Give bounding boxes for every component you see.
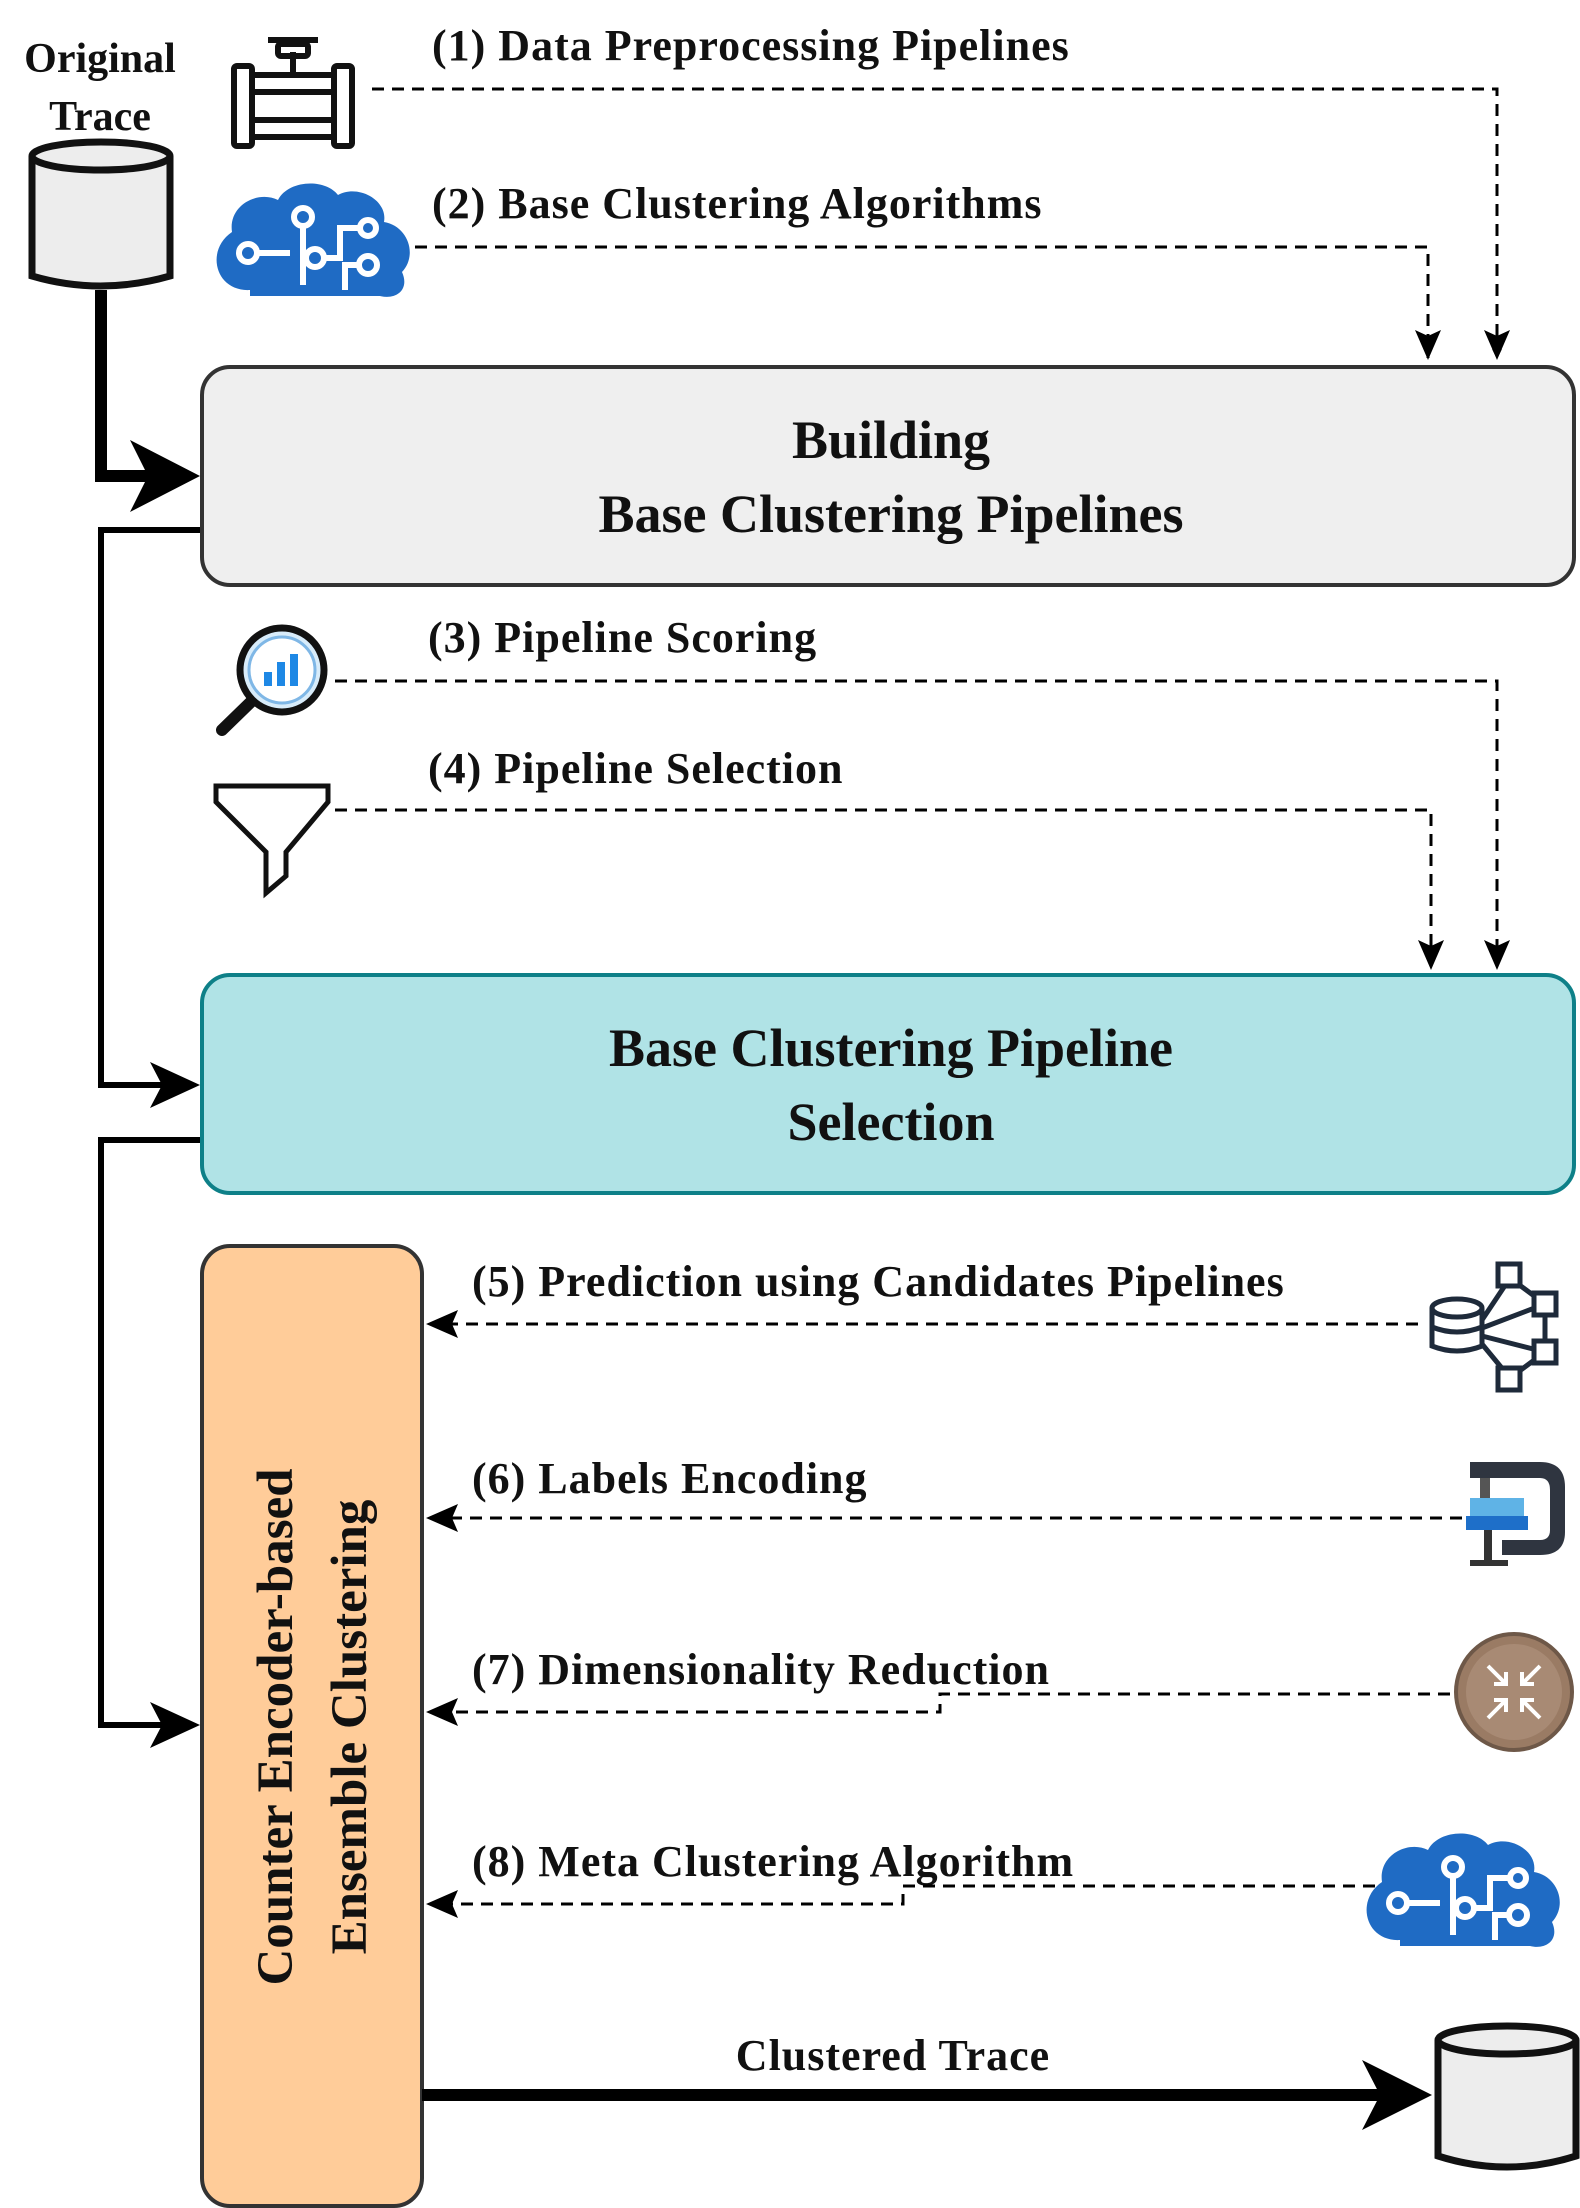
ensemble-clustering-box: Counter Encoder-based Ensemble Clusterin… <box>200 1244 424 2208</box>
source-label-line1: Original <box>24 36 176 82</box>
source-label-line2: Trace <box>49 94 151 140</box>
magnifier-chart-icon <box>216 624 328 736</box>
pipeline-selection-box: Base Clustering Pipeline Selection <box>200 973 1576 1195</box>
source-label: Original Trace <box>24 36 176 140</box>
step-7-arrow <box>450 1692 1450 1714</box>
step-1-arrow <box>372 87 1502 359</box>
flow-source-to-building <box>95 290 150 482</box>
flow-selection-to-ensemble <box>98 1137 200 1728</box>
step-4-label: (4) Pipeline Selection <box>428 744 844 793</box>
building-box-line2: Base Clustering Pipelines <box>598 484 1183 544</box>
flow-building-to-selection-head <box>150 1062 200 1108</box>
step-3-arrow <box>335 679 1499 960</box>
step-3-label: (3) Pipeline Scoring <box>428 613 817 662</box>
brain-circuit-icon-2 <box>1366 1833 1560 1947</box>
building-box-line1: Building <box>792 410 990 470</box>
pipeline-icon <box>231 37 355 149</box>
step-2-arrow <box>415 245 1430 358</box>
selection-box-line1: Base Clustering Pipeline <box>609 1018 1173 1078</box>
step-8-arrow <box>450 1884 1375 1906</box>
flow-selection-to-ensemble-head <box>150 1702 200 1748</box>
clamp-icon <box>1466 1462 1565 1566</box>
building-pipelines-box: Building Base Clustering Pipelines <box>200 365 1576 587</box>
brain-circuit-icon <box>216 183 410 297</box>
output-arrow-head <box>1362 2060 1432 2130</box>
flow-building-to-selection <box>98 527 200 1088</box>
step-2-label: (2) Base Clustering Algorithms <box>432 179 1043 228</box>
step-5-label: (5) Prediction using Candidates Pipeline… <box>472 1257 1285 1306</box>
compress-icon <box>1454 1632 1574 1752</box>
selection-box-line2: Selection <box>788 1092 995 1152</box>
funnel-icon <box>213 783 331 899</box>
step-7-label: (7) Dimensionality Reduction <box>472 1645 1050 1694</box>
step-6-label: (6) Labels Encoding <box>472 1454 868 1503</box>
ensemble-box-line2: Ensemble Clustering <box>322 1500 378 1955</box>
clustered-trace-label: Clustered Trace <box>736 2031 1050 2080</box>
step-1-label: (1) Data Preprocessing Pipelines <box>432 21 1070 70</box>
ensemble-box-line1: Counter Encoder-based <box>248 1468 304 1985</box>
network-model-icon <box>1429 1261 1559 1393</box>
step-8-label: (8) Meta Clustering Algorithm <box>472 1837 1074 1886</box>
flow-source-to-building-head <box>130 440 200 512</box>
step-4-arrow <box>335 808 1433 960</box>
source-database-icon <box>28 138 174 290</box>
database-icon <box>1434 2022 1580 2171</box>
